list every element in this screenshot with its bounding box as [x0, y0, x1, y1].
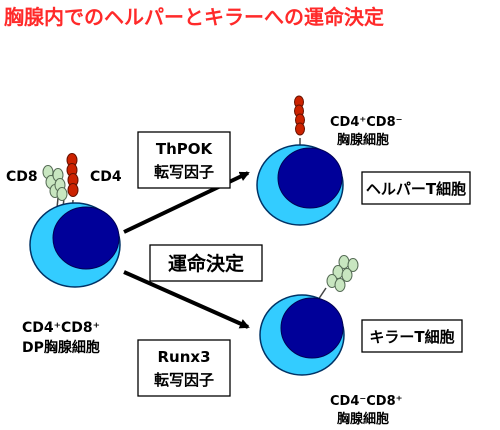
dp-thymocyte-cell	[29, 153, 121, 288]
dp-thymocyte-label-line2: DP胸腺細胞	[22, 339, 100, 356]
thpok-box	[137, 131, 231, 189]
cd8-label: CD8	[6, 169, 38, 185]
helper-t-cell-label: ヘルパーT細胞	[366, 180, 466, 198]
thpok-box-line2: 転写因子	[154, 163, 214, 181]
killer-t-cell-label: キラーT細胞	[369, 328, 454, 346]
killer-t-cell-box	[361, 319, 463, 353]
killer-cell-nucleus	[280, 297, 344, 359]
helper-t-cell-box	[361, 171, 471, 205]
killer-thymocyte-cell	[259, 255, 359, 376]
cd8-receptor-progenitor	[42, 165, 68, 219]
fate-decision-label: 運命決定	[168, 252, 244, 275]
cd4-receptor-helper	[294, 95, 305, 150]
fate-decision-box	[149, 244, 263, 282]
helper-thymocyte-cell	[256, 95, 344, 226]
helper-thymocyte-label-line2: 胸腺細胞	[337, 132, 389, 148]
runx3-box-line2: 転写因子	[154, 371, 214, 389]
runx3-box-line1: Runx3	[157, 348, 210, 366]
cd8-receptor-killer	[317, 255, 359, 301]
thpok-box-line1: ThPOK	[156, 140, 214, 158]
runx3-box	[137, 339, 231, 397]
killer-thymocyte-label-line2: 胸腺細胞	[337, 411, 389, 427]
dp-thymocyte-label-line1: CD4⁺CD8⁺	[22, 320, 100, 336]
helper-thymocyte-label-line1: CD4⁺CD8⁻	[330, 115, 402, 130]
killer-thymocyte-label-line1: CD4⁻CD8⁺	[330, 394, 402, 409]
cd4-label: CD4	[90, 169, 122, 185]
helper-cell-nucleus	[277, 147, 343, 209]
diagram-title: 胸腺内でのヘルパーとキラーへの運命決定	[4, 5, 384, 29]
arrow-to-killer	[123, 270, 250, 329]
dp-cell-nucleus	[52, 206, 120, 270]
cd4-receptor-progenitor	[66, 153, 79, 219]
